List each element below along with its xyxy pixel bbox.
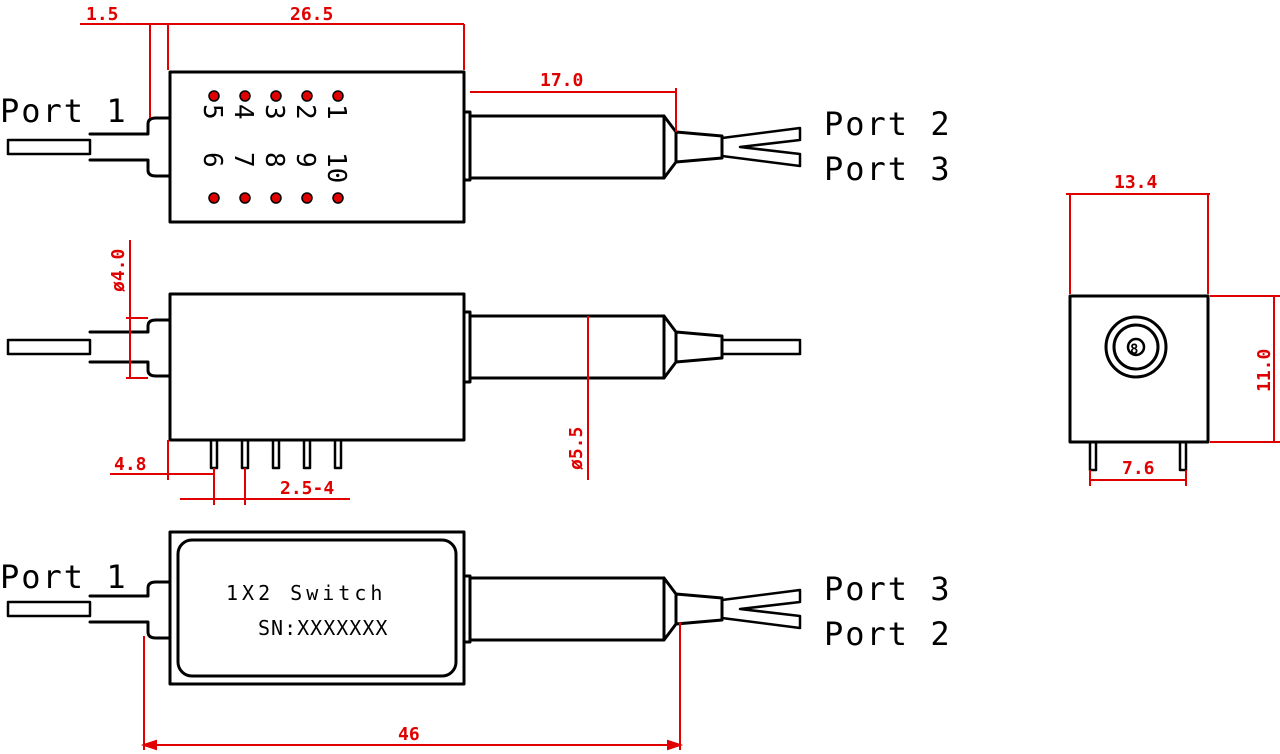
dim-boot-dia: ø4.0 — [108, 249, 129, 292]
top-input-fiber — [6, 138, 92, 156]
dim-body-length: 26.5 — [290, 4, 333, 25]
bottom-label-plate — [176, 538, 458, 678]
end-body — [1068, 294, 1210, 444]
pin-label-3: 3 — [259, 104, 289, 120]
dim-height: 11.0 — [1254, 349, 1275, 392]
dim-tube-dia: ø5.5 — [566, 427, 587, 470]
dim-width: 13.4 — [1114, 172, 1158, 193]
bottom-view: 1X2 Switch SN:XXXXXXX Port 1 Port 3 Port… — [0, 530, 952, 686]
side-input-boot — [88, 318, 172, 378]
pin-label-7: 7 — [228, 152, 258, 168]
side-dimensions: ø4.0 ø5.5 4.8 2.5-4 — [108, 240, 589, 505]
bottom-input-fiber — [6, 600, 92, 618]
bottom-output-tube — [462, 574, 724, 644]
side-pins — [209, 438, 343, 470]
top-output-fibers — [720, 126, 802, 168]
top-pin-dots — [208, 90, 344, 204]
pin-label-4: 4 — [228, 104, 258, 120]
top-body — [168, 70, 466, 224]
side-output-tube — [462, 310, 724, 384]
bottom-port-2-label: Port 2 — [824, 615, 952, 653]
dim-tube-length: 17.0 — [540, 70, 583, 91]
top-pin-numbers: 5 4 3 2 1 6 7 8 9 10 — [197, 104, 351, 183]
end-dimensions: 13.4 11.0 7.6 — [1066, 172, 1280, 486]
dim-pin-span: 7.6 — [1122, 458, 1155, 479]
bottom-port-3-label: Port 3 — [824, 570, 952, 608]
bottom-port-1-label: Port 1 — [0, 558, 128, 596]
top-port-3-label: Port 3 — [824, 150, 952, 188]
pin-label-1: 1 — [321, 104, 351, 120]
top-input-boot — [88, 116, 172, 178]
top-dimensions: 1.5 26.5 17.0 — [80, 4, 677, 132]
serial-number: SN:XXXXXXX — [258, 616, 388, 640]
pin-label-10: 10 — [321, 152, 351, 183]
pin-label-6: 6 — [197, 152, 227, 168]
top-output-tube — [462, 110, 724, 182]
pin-label-9: 9 — [290, 152, 320, 168]
top-view: 5 4 3 2 1 6 7 8 9 10 Port 1 Port 2 Port … — [0, 70, 952, 224]
dim-total-length: 46 — [398, 724, 420, 745]
pin-label-8: 8 — [259, 152, 289, 168]
end-inner-ring — [1112, 323, 1160, 371]
end-view: 8 — [1068, 294, 1210, 472]
pin-label-2: 2 — [290, 104, 320, 120]
bottom-dimensions: 46 — [140, 622, 684, 751]
end-outer-ring — [1104, 315, 1168, 379]
end-pin-right — [1178, 440, 1188, 472]
dim-pin-offset: 4.8 — [114, 454, 147, 475]
top-port-1-label: Port 1 — [0, 92, 128, 130]
end-pin-left — [1088, 440, 1098, 472]
side-view — [6, 292, 802, 470]
side-output-fiber — [720, 338, 802, 356]
product-label-title: 1X2 Switch — [226, 581, 386, 605]
top-port-2-label: Port 2 — [824, 105, 952, 143]
side-body — [168, 292, 466, 442]
dim-offset: 1.5 — [86, 4, 119, 25]
end-center — [1126, 337, 1146, 357]
bottom-input-boot — [88, 580, 172, 640]
bottom-output-fibers — [720, 588, 802, 630]
end-center-symbol: 8 — [1130, 342, 1138, 358]
dim-pin-pitch: 2.5-4 — [280, 478, 334, 499]
pin-label-5: 5 — [197, 104, 227, 120]
bottom-body — [168, 530, 466, 686]
side-input-fiber — [6, 338, 92, 356]
